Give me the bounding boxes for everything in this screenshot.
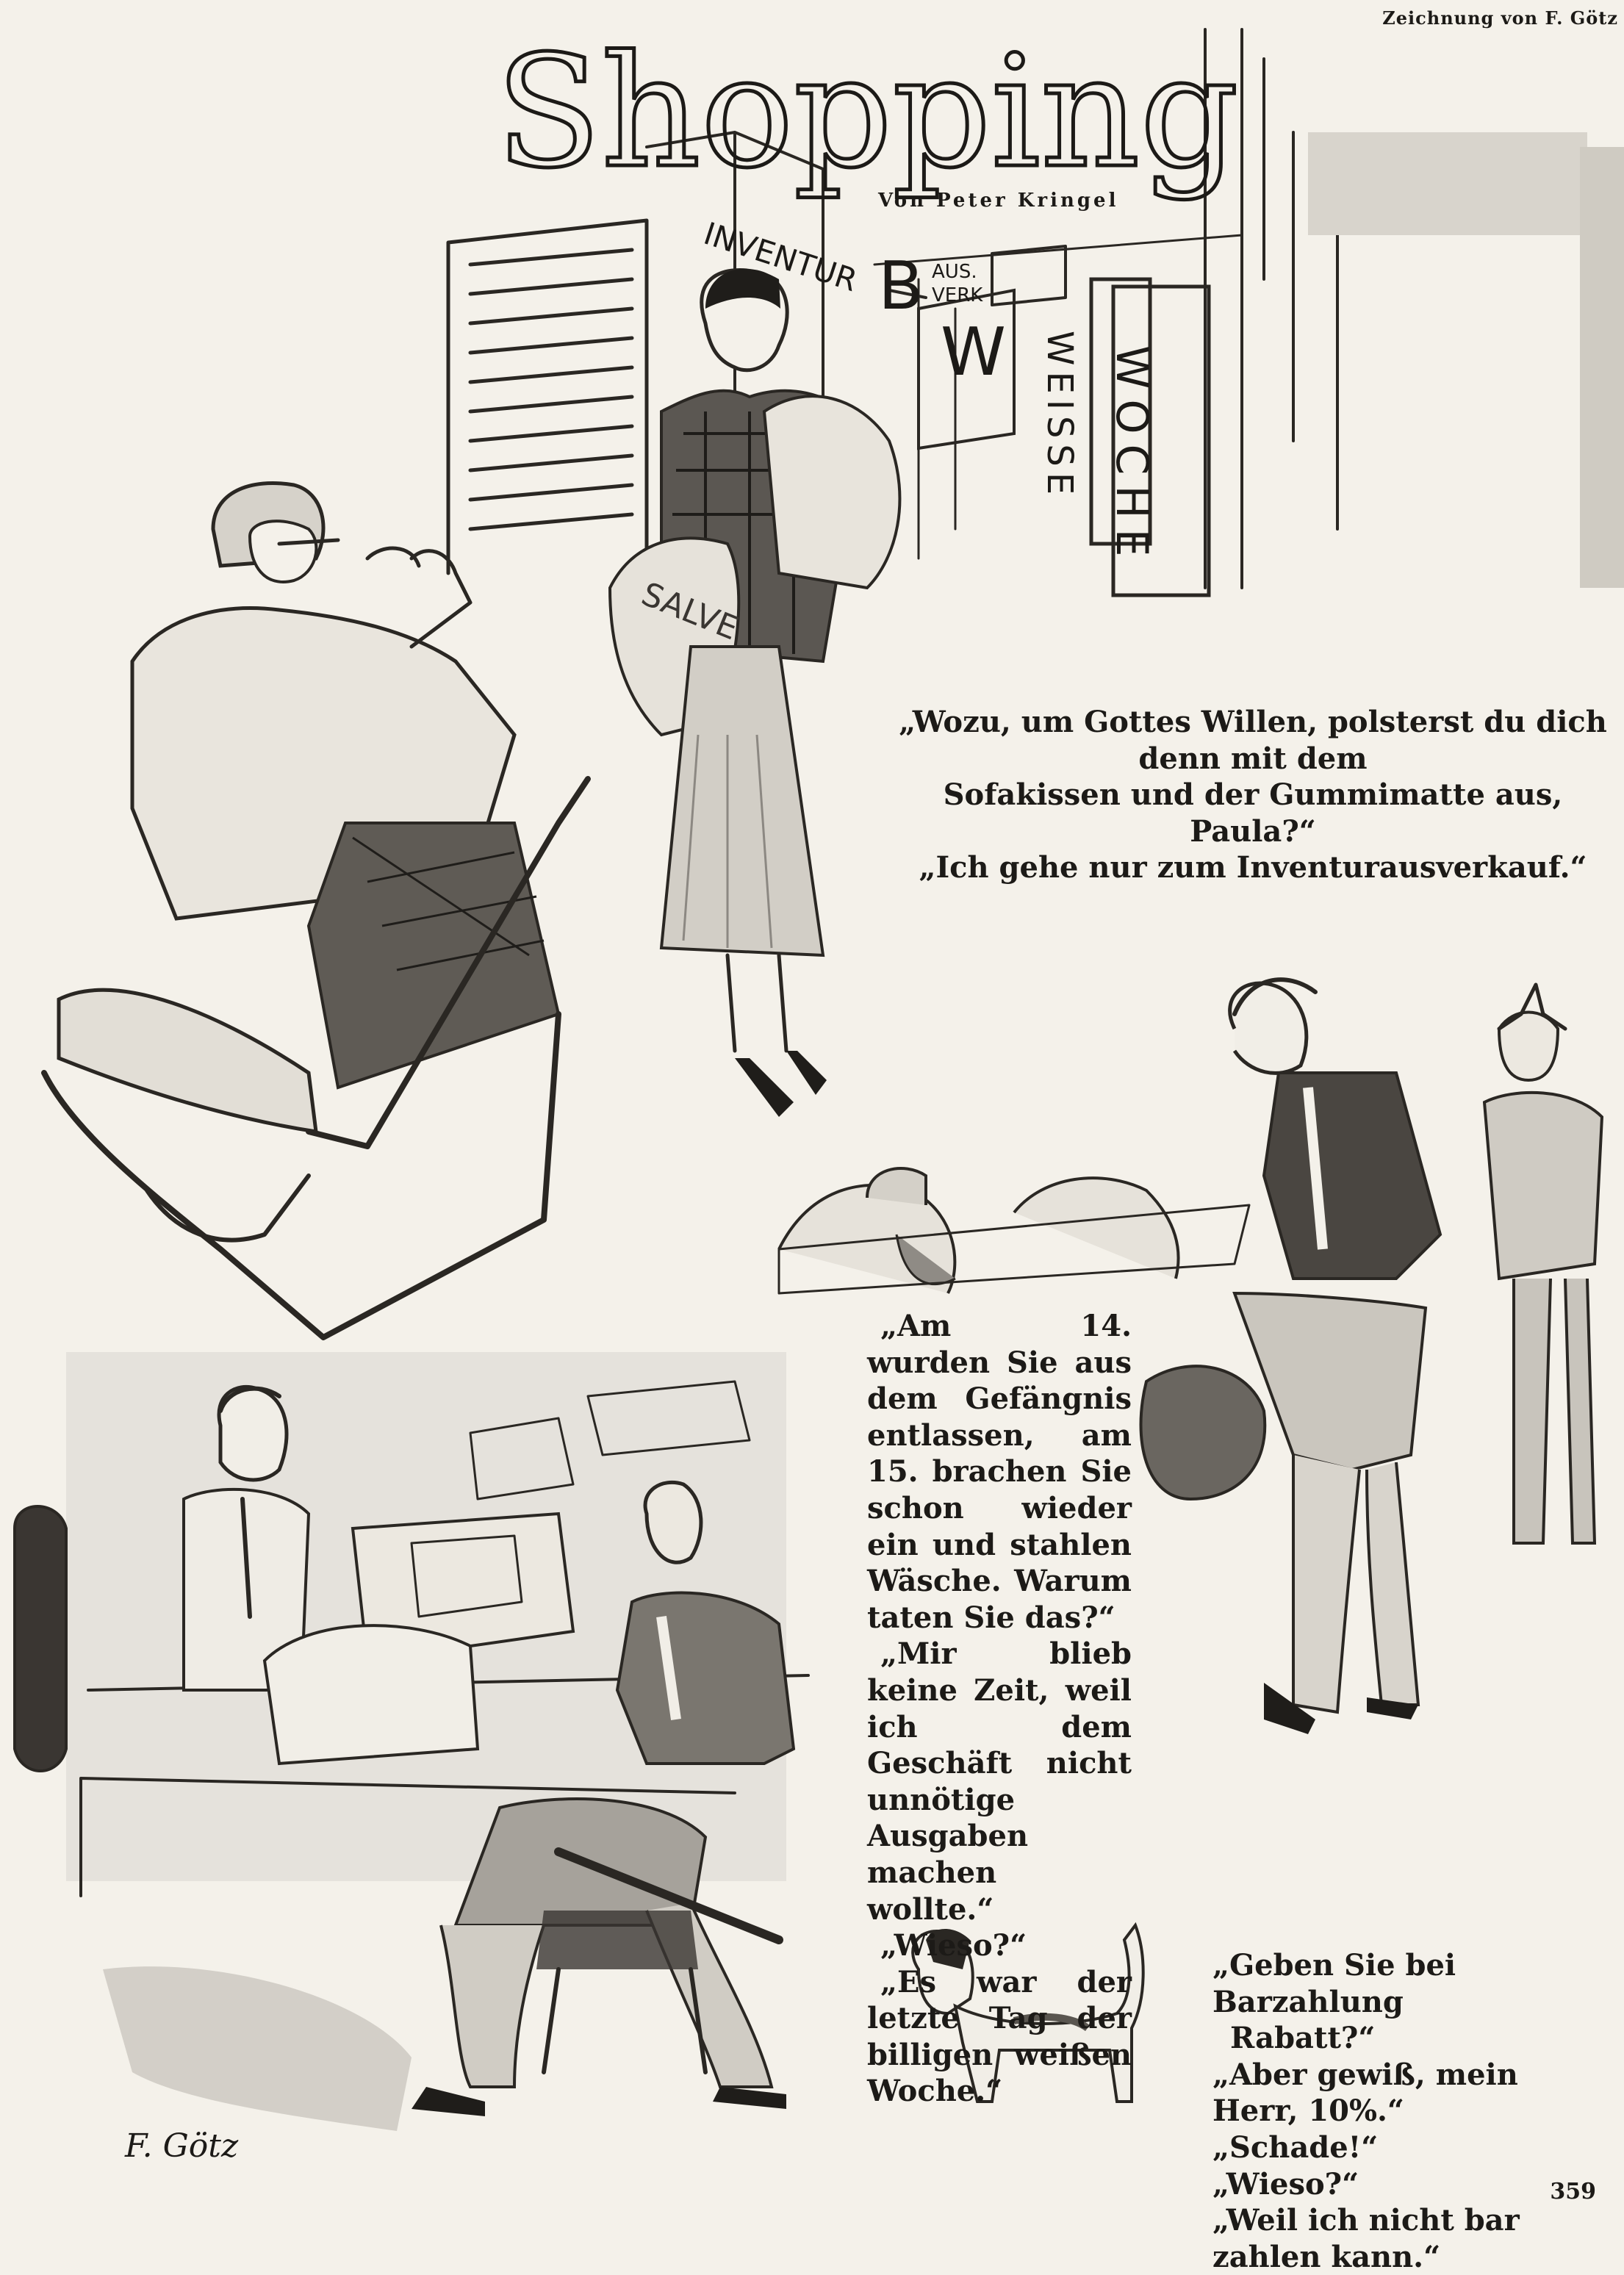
dog-illustration <box>911 1922 1145 2103</box>
caption-paragraph: „Es war der letzte Tag der billigen weiß… <box>867 1964 1132 2109</box>
caption-line: „Schade!“ <box>1212 2130 1379 2165</box>
caption-line: Rabatt?“ <box>1230 2021 1376 2056</box>
shop-counter-illustration <box>13 1352 810 2131</box>
caption-paragraph: „Mir blieb keine Zeit, weil ich dem Gesc… <box>867 1636 1132 1927</box>
inventur-sign: INVENTUR <box>700 215 862 298</box>
weisse-sign: WEISSE <box>1039 331 1080 500</box>
illustration-credit: Zeichnung von F. Götz <box>1382 7 1618 29</box>
title-lettering: Shopping <box>494 21 1240 204</box>
page-title: Shopping <box>495 22 1238 202</box>
caption-line: „Aber gewiß, mein Herr, 10%.“ <box>1212 2057 1518 2129</box>
caption-line: „Ich gehe nur zum Inventurausverkauf.“ <box>919 850 1587 885</box>
caption-line: „Geben Sie bei Barzahlung <box>1212 1948 1456 2019</box>
ausverkauf-b-sign: B <box>878 248 924 325</box>
illustration-layer <box>13 28 1624 2131</box>
w-sign: W <box>941 314 1006 391</box>
salve-cushion-text: SALVE <box>636 575 744 647</box>
caption-paragraph: „Am 14. wurden Sie aus dem Gefängnis ent… <box>867 1309 1132 1635</box>
woman-with-cushions-illustration <box>608 268 902 1117</box>
caption-line: Sofakissen und der Gummimatte aus, Paula… <box>943 777 1563 849</box>
man-in-chair-illustration <box>41 481 591 1340</box>
caption-paula: „Wozu, um Gottes Willen, polsterst du di… <box>893 704 1613 886</box>
caption-line: „Wieso?“ <box>1212 2166 1359 2202</box>
caption-line: „Wozu, um Gottes Willen, polsterst du di… <box>899 705 1607 776</box>
courtroom-illustration <box>777 977 1604 1734</box>
woche-sign: WOCHE <box>1106 345 1157 567</box>
shop-signs-layer: INVENTUR B AUS. VERK W WEISSE WOCHE SALV… <box>636 215 1157 647</box>
author-byline: Von Peter Kringel <box>878 190 1119 212</box>
page-number: 359 <box>1550 2179 1596 2204</box>
caption-line: „Weil ich nicht bar zahlen kann.“ <box>1212 2203 1520 2274</box>
caption-discount: „Geben Sie bei Barzahlung Rabatt?“ „Aber… <box>1212 1947 1609 2275</box>
caption-paragraph: „Wieso?“ <box>880 1928 1027 1963</box>
ausverkauf-top-sign: AUS. <box>932 261 977 283</box>
street-buildings-illustration <box>446 28 1624 597</box>
caption-court: „Am 14. wurden Sie aus dem Gefängnis ent… <box>867 1308 1132 2110</box>
ausverkauf-bottom-sign: VERK <box>932 284 983 306</box>
artist-signature: F. Götz <box>125 2127 239 2165</box>
